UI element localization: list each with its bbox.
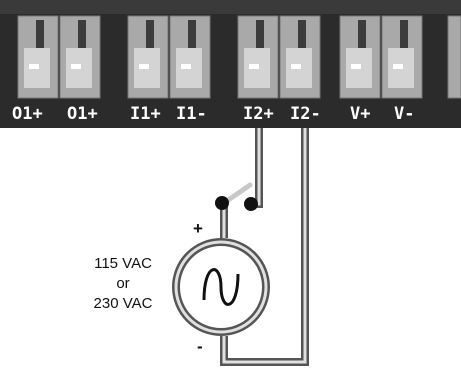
terminal-label-i2minus: I2- [290, 104, 321, 124]
wire-i2minus [220, 128, 309, 366]
terminal-label-vplus: V+ [350, 104, 370, 124]
terminal-slot [36, 20, 44, 66]
ac-source-inner [174, 240, 268, 334]
terminal-partial [447, 15, 461, 99]
terminal-slot [298, 20, 306, 66]
terminal-pair-o1 [17, 15, 101, 99]
terminal-label-o1plus-b: O1+ [67, 104, 98, 124]
switch-contact-right [244, 197, 258, 211]
terminal-label-i2plus: I2+ [243, 104, 274, 124]
terminal-label-o1plus-a: O1+ [12, 104, 43, 124]
sine-wave-icon [202, 268, 240, 306]
terminal-lever-mark [351, 64, 361, 69]
terminal-slot [358, 20, 366, 66]
switch-blade [221, 182, 253, 206]
terminal-slot [146, 20, 154, 66]
terminal-slot [256, 20, 264, 66]
terminal-lever-mark [29, 64, 39, 69]
terminal-lever-mark [393, 64, 403, 69]
terminal-label-vminus: V- [394, 104, 414, 124]
source-minus-sign: - [197, 337, 203, 356]
source-voltage-line2: or [116, 275, 129, 292]
terminal-slot [400, 20, 408, 66]
terminal-lever-mark [249, 64, 259, 69]
terminal-block-shadow [0, 0, 461, 14]
terminal-label-i1plus: I1+ [130, 104, 161, 124]
source-voltage-line1: 115 VAC [94, 255, 152, 272]
terminal-lever-mark [291, 64, 301, 69]
ac-source [172, 238, 270, 336]
terminal-pair-v [339, 15, 423, 99]
terminal-pair-i1 [127, 15, 211, 99]
wire-i2plus [251, 128, 263, 208]
terminal-lever-mark [139, 64, 149, 69]
source-plus-sign: + [193, 219, 203, 238]
terminal-pair-i2 [237, 15, 321, 99]
terminal-lever-mark [181, 64, 191, 69]
terminal-block: O1+ O1+ I1+ I1- I2+ I2- V+ V- [0, 0, 461, 128]
terminal-slot [188, 20, 196, 66]
terminal-slot [78, 20, 86, 66]
terminal-label-i1minus: I1- [176, 104, 207, 124]
switch-contact-left [215, 196, 229, 210]
source-voltage-line3: 230 VAC [94, 295, 153, 312]
switch [215, 182, 258, 211]
terminal-lever-mark [71, 64, 81, 69]
